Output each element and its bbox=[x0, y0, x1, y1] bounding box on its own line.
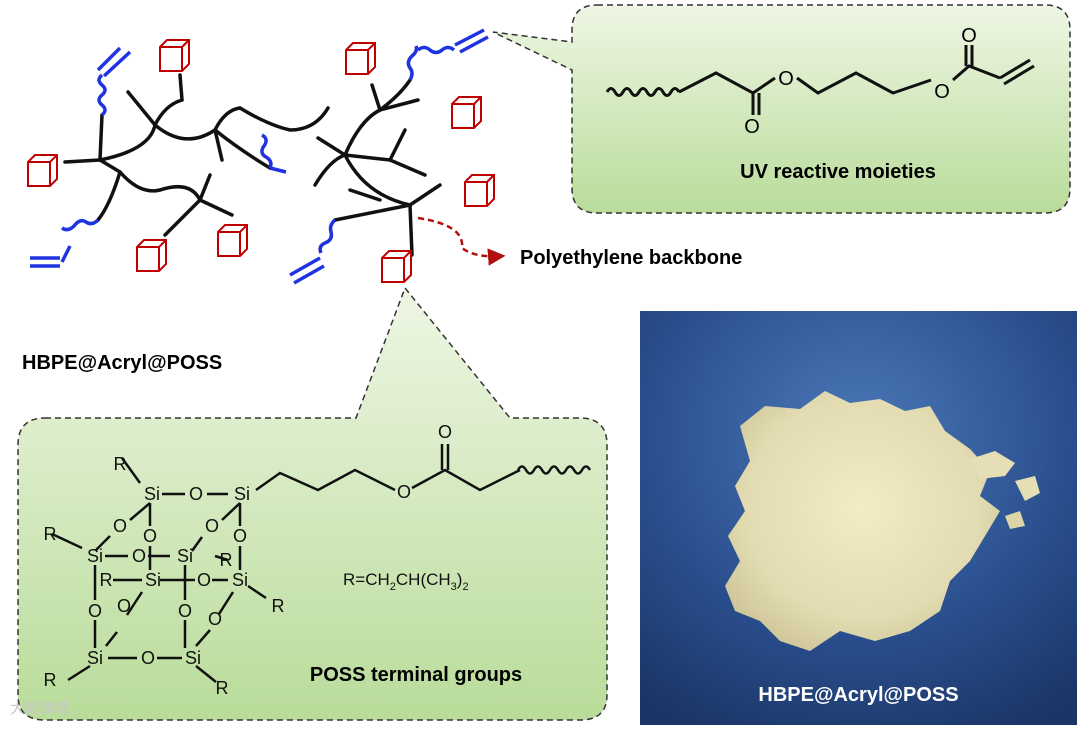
poss-si-7: Si bbox=[87, 648, 103, 668]
poss-o-8: O bbox=[88, 601, 102, 621]
poss-o-5: O bbox=[233, 526, 247, 546]
uv-atom-o2: O bbox=[778, 68, 794, 90]
sample-photo: HBPE@Acryl@POSS bbox=[640, 311, 1077, 725]
poss-r-5: R bbox=[272, 596, 285, 616]
poss-o-11: O bbox=[208, 609, 222, 629]
backbone-label: Polyethylene backbone bbox=[520, 247, 742, 269]
poss-o-4: O bbox=[205, 516, 219, 536]
poss-o-10: O bbox=[178, 601, 192, 621]
uv-atom-o1: O bbox=[744, 116, 760, 138]
poss-si-1: Si bbox=[144, 484, 160, 504]
uv-atom-o3: O bbox=[934, 81, 950, 103]
poss-o-3: O bbox=[143, 526, 157, 546]
poss-o-7: O bbox=[197, 570, 211, 590]
backbone-arrow bbox=[418, 218, 502, 256]
poss-r-7: R bbox=[216, 678, 229, 698]
hyperbranched-backbone bbox=[65, 75, 440, 255]
poss-r-3: R bbox=[114, 454, 127, 474]
poss-o-2: O bbox=[113, 516, 127, 536]
poss-si-2: Si bbox=[234, 484, 250, 504]
poss-si-3: Si bbox=[87, 546, 103, 566]
poss-si-6: Si bbox=[232, 570, 248, 590]
uv-atom-o4: O bbox=[961, 25, 977, 47]
poss-o-9: O bbox=[117, 596, 131, 616]
photo-caption: HBPE@Acryl@POSS bbox=[640, 684, 1077, 707]
poss-si-4: Si bbox=[177, 546, 193, 566]
poss-si-5: Si bbox=[145, 570, 161, 590]
poss-groups-label: POSS terminal groups bbox=[310, 664, 522, 686]
poss-r-4: R bbox=[44, 524, 57, 544]
poss-o-1: O bbox=[189, 484, 203, 504]
poss-o-12: O bbox=[141, 648, 155, 668]
poss-si-8: Si bbox=[185, 648, 201, 668]
uv-moieties-label: UV reactive moieties bbox=[740, 161, 936, 183]
poss-r-1: R bbox=[220, 550, 233, 570]
poss-o-ester: O bbox=[397, 482, 411, 502]
poss-r-2: R bbox=[100, 570, 113, 590]
watermark: 大数跨境 bbox=[10, 697, 70, 718]
poss-o-6: O bbox=[132, 546, 146, 566]
poss-r-6: R bbox=[44, 670, 57, 690]
molecule-label: HBPE@Acryl@POSS bbox=[22, 352, 222, 374]
poss-o-carbonyl: O bbox=[438, 422, 452, 442]
